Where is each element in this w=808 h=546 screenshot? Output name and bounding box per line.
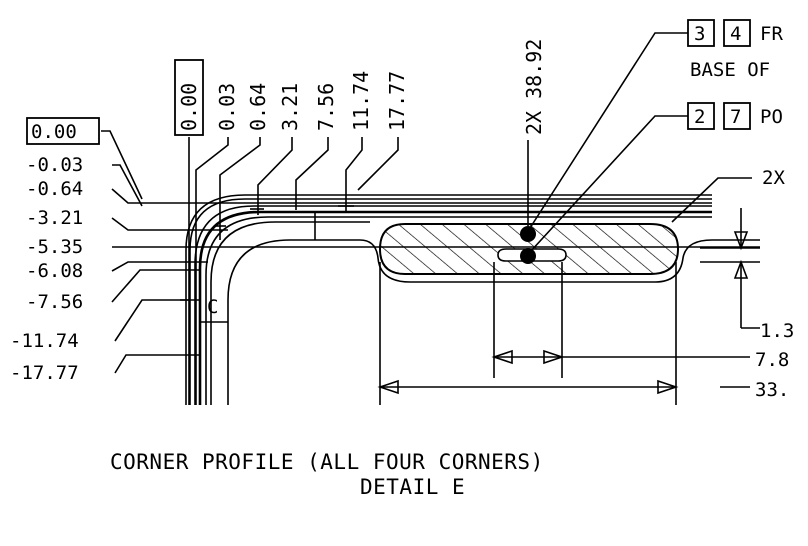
callout-top: 3 4 FR BASE OF	[529, 19, 783, 229]
left-label-3: -3.21	[26, 207, 83, 229]
callout-top-box2: 4	[730, 23, 741, 45]
left-label-2: -0.64	[26, 178, 83, 200]
boxed-zero-left	[26, 117, 100, 145]
callout-mid-box2: 7	[730, 106, 741, 128]
caption-line1: CORNER PROFILE (ALL FOUR CORNERS)	[110, 450, 544, 474]
boxed-zero-top	[174, 59, 204, 136]
left-label-0: 0.00	[31, 121, 77, 143]
dim-2x-38-92: 2X 38.92	[522, 39, 546, 135]
callout-mid: 2 7 PO	[529, 102, 783, 253]
top-label-6: 17.77	[385, 71, 409, 131]
callout-mid-box1: 2	[694, 106, 705, 128]
callout-top-text2: BASE OF	[690, 59, 770, 81]
left-label-5: -6.08	[26, 260, 83, 282]
top-label-5: 11.74	[349, 71, 373, 131]
pocket-dimensions	[377, 208, 760, 405]
left-labels: 0.00 -0.03 -0.64 -3.21 -5.35 -6.08 -7.56…	[10, 117, 100, 384]
callout-mid-text: PO	[760, 106, 783, 128]
left-leaders	[101, 130, 760, 374]
callout-2x: 2X	[671, 167, 785, 223]
top-leaders	[188, 137, 399, 405]
left-label-1: -0.03	[26, 154, 83, 176]
left-label-8: -17.77	[10, 362, 79, 384]
right-dim-33: 33.	[755, 379, 789, 401]
callout-top-box1: 3	[694, 23, 705, 45]
left-label-4: -5.35	[26, 236, 83, 258]
top-label-2: 0.64	[246, 83, 270, 131]
right-dim-7-8: 7.8	[755, 349, 789, 371]
right-dim-1-3: 1.3	[760, 320, 794, 342]
callout-2x-text: 2X	[762, 167, 785, 189]
callout-top-text1: FR	[760, 23, 783, 45]
top-label-3: 3.21	[278, 83, 302, 131]
hatched-pocket	[378, 223, 680, 275]
top-label-0: 0.00	[177, 83, 201, 131]
top-label-1: 0.03	[215, 83, 239, 131]
letter-c: C	[207, 296, 218, 318]
left-label-7: -11.74	[10, 330, 79, 352]
caption-line2: DETAIL E	[360, 475, 465, 499]
top-label-4: 7.56	[314, 83, 338, 131]
top-labels: 0.00 0.03 0.64 3.21 7.56 11.74 17.77	[174, 59, 409, 136]
left-label-6: -7.56	[26, 291, 83, 313]
